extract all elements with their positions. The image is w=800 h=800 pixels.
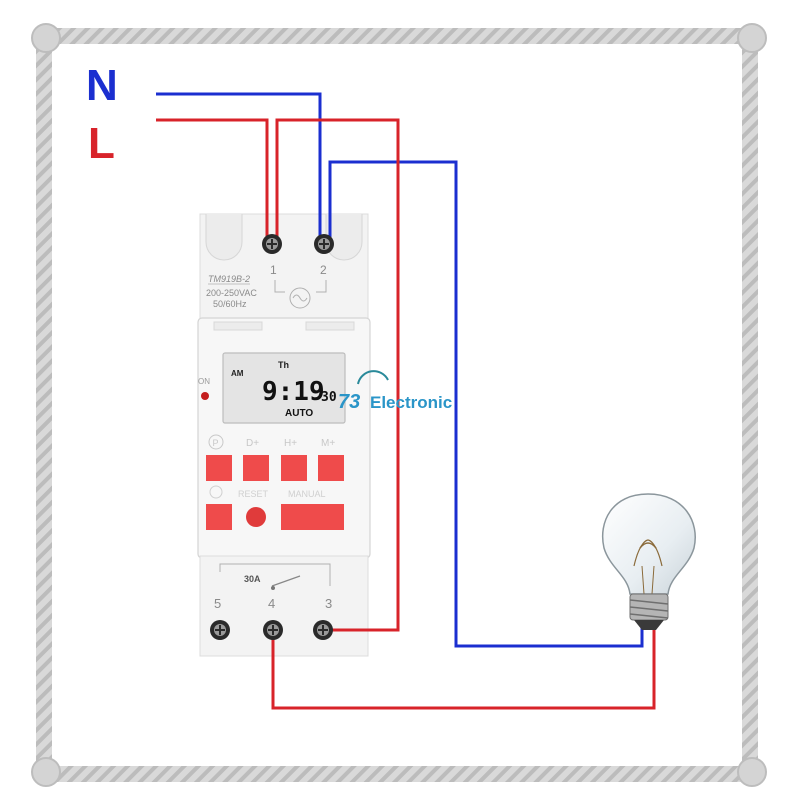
button-h-label: H+ [284,438,297,449]
timer-switch: TM919B-2 200-250VAC 50/60Hz 1 2 AM Th 9:… [197,213,371,657]
clock-icon [209,485,223,499]
rope-frame [31,23,767,787]
reset-label: RESET [238,489,269,499]
lcd-display [222,352,346,424]
day-button[interactable] [243,455,269,481]
bottom-terminal-block [199,555,369,657]
reset-button[interactable] [246,507,266,527]
button-m-label: M+ [321,438,335,449]
lcd-ampm: AM [231,369,244,378]
on-label: ON [198,377,210,386]
ac-symbol [289,287,311,309]
manual-label: MANUAL [288,489,326,499]
watermark-number: 73 [338,391,360,413]
program-icon [208,434,224,450]
on-led [201,392,209,400]
frequency-label: 50/60Hz [213,299,247,309]
live-label: L [88,119,115,168]
hour-button[interactable] [281,455,307,481]
terminal-4-label: 4 [268,596,275,611]
clock-button[interactable] [206,504,232,530]
lcd-day: Th [278,360,289,370]
watermark-logo: 73 Electronic [338,370,452,413]
manual-button[interactable] [281,504,344,530]
neutral-wire-to-bulb [328,160,644,648]
lcd-mode: AUTO [285,408,313,419]
neutral-label: N [86,61,118,110]
lcd-time: 9:19 [262,377,325,407]
button-p-label: P [213,438,219,448]
light-bulb-icon [602,493,696,630]
terminal-5-label: 5 [214,596,221,611]
neutral-wire-to-timer [156,92,322,244]
live-wire-to-terminal-3 [275,118,400,632]
terminal-2-label: 2 [320,263,327,277]
voltage-label: 200-250VAC [206,288,257,298]
program-button[interactable] [206,455,232,481]
relay-rating: 30A [244,574,261,584]
terminal-1-label: 1 [270,263,277,277]
model-label: TM919B-2 [208,274,250,284]
watermark-text: Electronic [370,393,452,412]
minute-button[interactable] [318,455,344,481]
wires [156,92,656,710]
live-wire-to-timer [156,118,269,244]
switched-wire-to-bulb [271,628,656,710]
terminal-screws [210,234,334,640]
lcd-seconds: 30 [321,390,337,405]
button-d-label: D+ [246,438,259,449]
terminal-3-label: 3 [325,596,332,611]
